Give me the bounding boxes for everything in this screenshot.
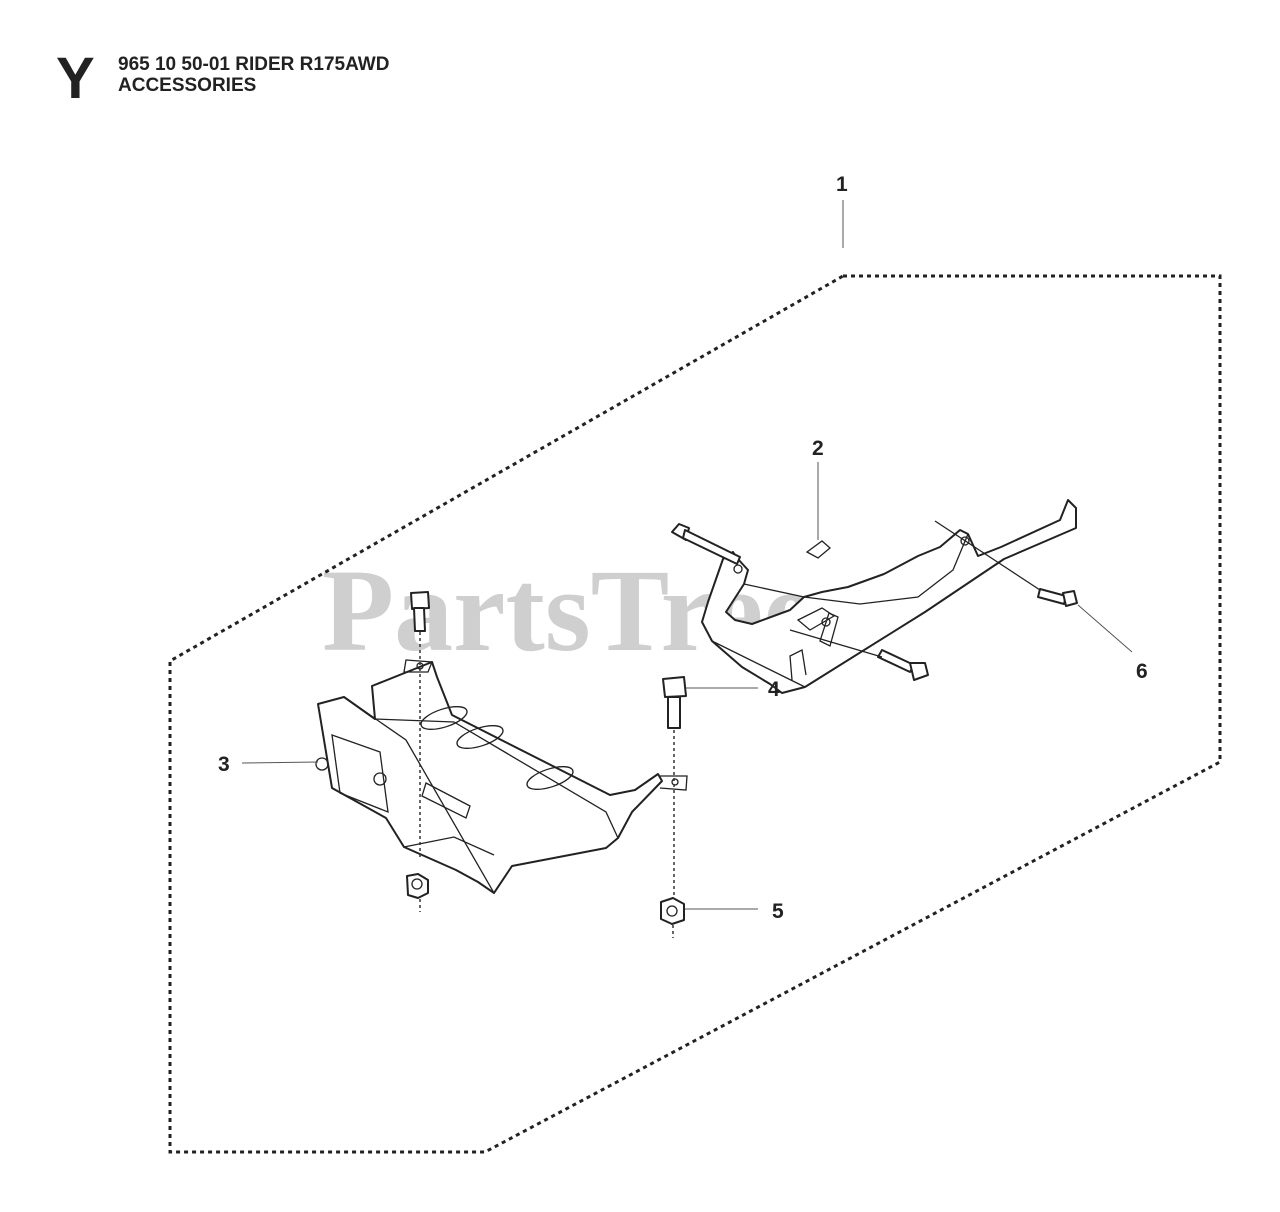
callout-3[interactable]: 3 bbox=[218, 753, 230, 776]
bolt-icon bbox=[671, 523, 741, 565]
title-line-model: 965 10 50-01 RIDER R175AWD bbox=[118, 54, 390, 75]
kit-boundary bbox=[168, 274, 1222, 1154]
bolt-icon bbox=[877, 649, 929, 681]
leader-line-6 bbox=[1077, 604, 1133, 653]
callout-5[interactable]: 5 bbox=[772, 900, 784, 923]
part-4-bolt[interactable] bbox=[662, 676, 687, 729]
part-2-bracket[interactable] bbox=[701, 499, 1077, 694]
section-letter: Y bbox=[56, 46, 95, 111]
part-3-bracket[interactable] bbox=[315, 659, 688, 894]
nut-icon bbox=[406, 873, 429, 899]
title-line-category: ACCESSORIES bbox=[118, 75, 257, 96]
part-6-bolt[interactable] bbox=[1037, 588, 1078, 607]
callout-1[interactable]: 1 bbox=[836, 173, 848, 196]
callout-2[interactable]: 2 bbox=[812, 437, 824, 460]
callout-6[interactable]: 6 bbox=[1136, 660, 1148, 683]
part-5-nut[interactable] bbox=[660, 897, 685, 925]
callout-4[interactable]: 4 bbox=[768, 678, 780, 701]
leader-line-3 bbox=[241, 761, 319, 764]
diagram-title: 965 10 50-01 RIDER R175AWD ACCESSORIES bbox=[118, 54, 389, 96]
bolt-icon bbox=[410, 591, 430, 632]
